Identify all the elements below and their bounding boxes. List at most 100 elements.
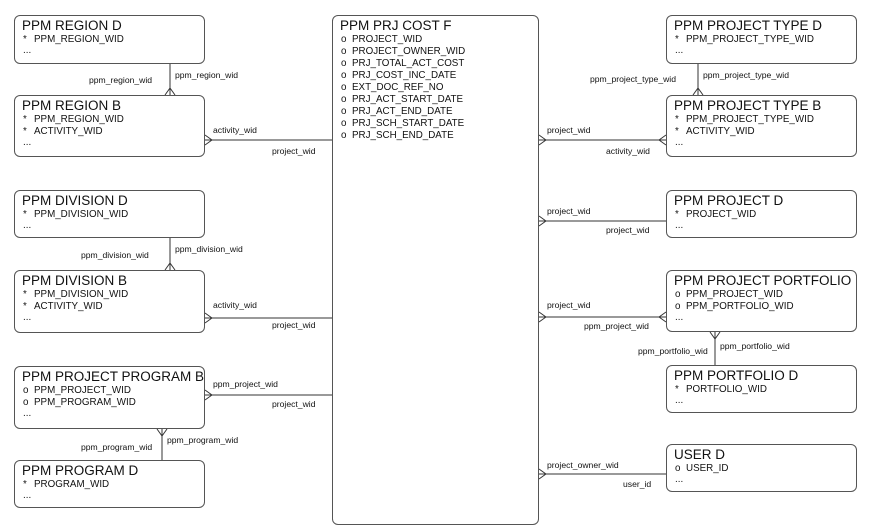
rel-label: ppm_region_wid (89, 75, 153, 85)
attribute-name: ACTIVITY_WID (34, 126, 103, 137)
entity-more: ... (23, 220, 32, 231)
entity-attribute: o PROJECT_WID (340, 34, 538, 46)
rel-label: project_wid (272, 320, 316, 330)
entity-ppm-division-d[interactable]: PPM DIVISION D*PPM_DIVISION_WID... (14, 190, 205, 238)
crows-foot-mark (538, 134, 547, 146)
entity-title: PPM PRJ COST F (340, 18, 452, 33)
relationship-lines (156, 64, 721, 480)
crows-foot-mark (156, 428, 168, 437)
entity-more: ... (23, 45, 32, 56)
attribute-marker: o (341, 118, 347, 129)
entity-attribute: *PORTFOLIO_WID (674, 384, 856, 396)
crows-foot-mark (658, 134, 667, 146)
attribute-marker: * (23, 479, 27, 490)
attribute-name: PROJECT_WID (686, 209, 757, 220)
entity-attribute: *ACTIVITY_WID (674, 126, 856, 138)
entity-ppm-division-b[interactable]: PPM DIVISION B*PPM_DIVISION_WID*ACTIVITY… (14, 270, 205, 333)
attribute-name: PROGRAM_WID (34, 479, 110, 490)
attribute-name: PRJ_SCH_END_DATE (352, 130, 454, 141)
rel-label: project_wid (272, 146, 316, 156)
entity-attribute: *PROJECT_WID (674, 209, 856, 221)
entity-ppm-region-b[interactable]: PPM REGION B*PPM_REGION_WID*ACTIVITY_WID… (14, 95, 205, 157)
attribute-marker: o (675, 289, 681, 300)
attribute-name: PPM_PORTFOLIO_WID (686, 301, 794, 312)
attribute-name: PPM_PROJECT_TYPE_WID (686, 34, 814, 45)
attribute-marker: o (341, 46, 347, 57)
entity-more: ... (23, 490, 32, 501)
attribute-name: PORTFOLIO_WID (686, 384, 767, 395)
entity-ppm-region-d[interactable]: PPM REGION D*PPM_REGION_WID... (14, 15, 205, 64)
attribute-name: PROJECT_WID (352, 34, 423, 45)
rel-label: project_wid (547, 206, 591, 216)
rel-label: user_id (623, 479, 652, 489)
entity-more: ... (23, 312, 32, 323)
rel-label: ppm_division_wid (81, 250, 149, 260)
crows-foot-mark (204, 134, 213, 146)
entity-attribute: o PRJ_SCH_START_DATE (340, 118, 538, 130)
crows-foot-mark (692, 87, 704, 96)
attribute-marker: * (23, 114, 27, 125)
crows-foot-mark (709, 331, 721, 340)
entity-attribute: * PROGRAM_WID (22, 479, 204, 491)
attribute-marker: o (341, 130, 347, 141)
crows-foot-mark (658, 311, 667, 323)
attribute-name: PPM_PROGRAM_WID (34, 397, 136, 408)
entity-more: ... (675, 312, 684, 323)
entity-more: ... (675, 137, 684, 148)
entity-more: ... (23, 137, 32, 148)
entity-title: PPM DIVISION B (22, 273, 128, 288)
rel-label: project_owner_wid (547, 460, 619, 470)
entity-attribute: *ACTIVITY_WID (22, 301, 204, 313)
attribute-marker: o (341, 82, 347, 93)
entity-title: PPM PORTFOLIO D (674, 368, 799, 383)
attribute-marker: * (675, 34, 679, 45)
attribute-marker: o (341, 106, 347, 117)
entity-attribute: * PPM_REGION_WID (22, 114, 204, 126)
entity-more: ... (675, 474, 684, 485)
entity-more: ... (23, 408, 32, 419)
attribute-marker: * (23, 301, 27, 312)
entity-attribute: o PRJ_COST_INC_DATE (340, 70, 538, 82)
rel-label: project_wid (547, 125, 591, 135)
entity-attribute: o PRJ_SCH_END_DATE (340, 130, 538, 142)
attribute-marker: o (23, 385, 29, 396)
attribute-name: PPM_DIVISION_WID (34, 209, 129, 220)
attribute-name: PPM_PROJECT_TYPE_WID (686, 114, 814, 125)
attribute-name: PRJ_SCH_START_DATE (352, 118, 465, 129)
entity-title: PPM PROJECT PROGRAM B (22, 369, 205, 384)
entity-title: PPM PROGRAM D (22, 463, 139, 478)
attribute-marker: o (341, 70, 347, 81)
rel-label: activity_wid (213, 300, 257, 310)
rel-label: activity_wid (213, 125, 257, 135)
entity-title: PPM PROJECT PORTFOLIO B (674, 273, 857, 288)
attribute-marker: * (675, 114, 679, 125)
attribute-name: PRJ_COST_INC_DATE (352, 70, 457, 81)
attribute-name: USER_ID (686, 463, 729, 474)
entity-title: PPM PROJECT TYPE D (674, 18, 823, 33)
entity-title: USER D (674, 447, 726, 462)
entity-ppm-project-type-b[interactable]: PPM PROJECT TYPE B*PPM_PROJECT_TYPE_WID*… (666, 95, 857, 157)
entity-ppm-project-type-d[interactable]: PPM PROJECT TYPE D*PPM_PROJECT_TYPE_WID.… (666, 15, 857, 64)
attribute-marker: o (341, 34, 347, 45)
attribute-marker: o (675, 463, 681, 474)
entity-ppm-portfolio-d[interactable]: PPM PORTFOLIO D*PORTFOLIO_WID... (666, 365, 857, 413)
rel-label: ppm_region_wid (175, 70, 239, 80)
attribute-marker: * (675, 126, 679, 137)
entity-ppm-project-d[interactable]: PPM PROJECT D*PROJECT_WID... (666, 190, 857, 238)
rel-label: ppm_project_type_wid (590, 74, 676, 84)
entity-attribute: o PPM_PORTFOLIO_WID (674, 301, 856, 313)
attribute-name: PRJ_ACT_START_DATE (352, 94, 464, 105)
entity-title: PPM PROJECT D (674, 193, 784, 208)
entity-ppm-program-d[interactable]: PPM PROGRAM D* PROGRAM_WID... (14, 460, 205, 508)
crows-foot-mark (164, 87, 176, 96)
attribute-marker: o (23, 397, 29, 408)
attribute-name: PPM_REGION_WID (34, 114, 124, 125)
entity-attribute: * PPM_PROJECT_TYPE_WID (674, 34, 856, 46)
attribute-marker: o (675, 301, 681, 312)
